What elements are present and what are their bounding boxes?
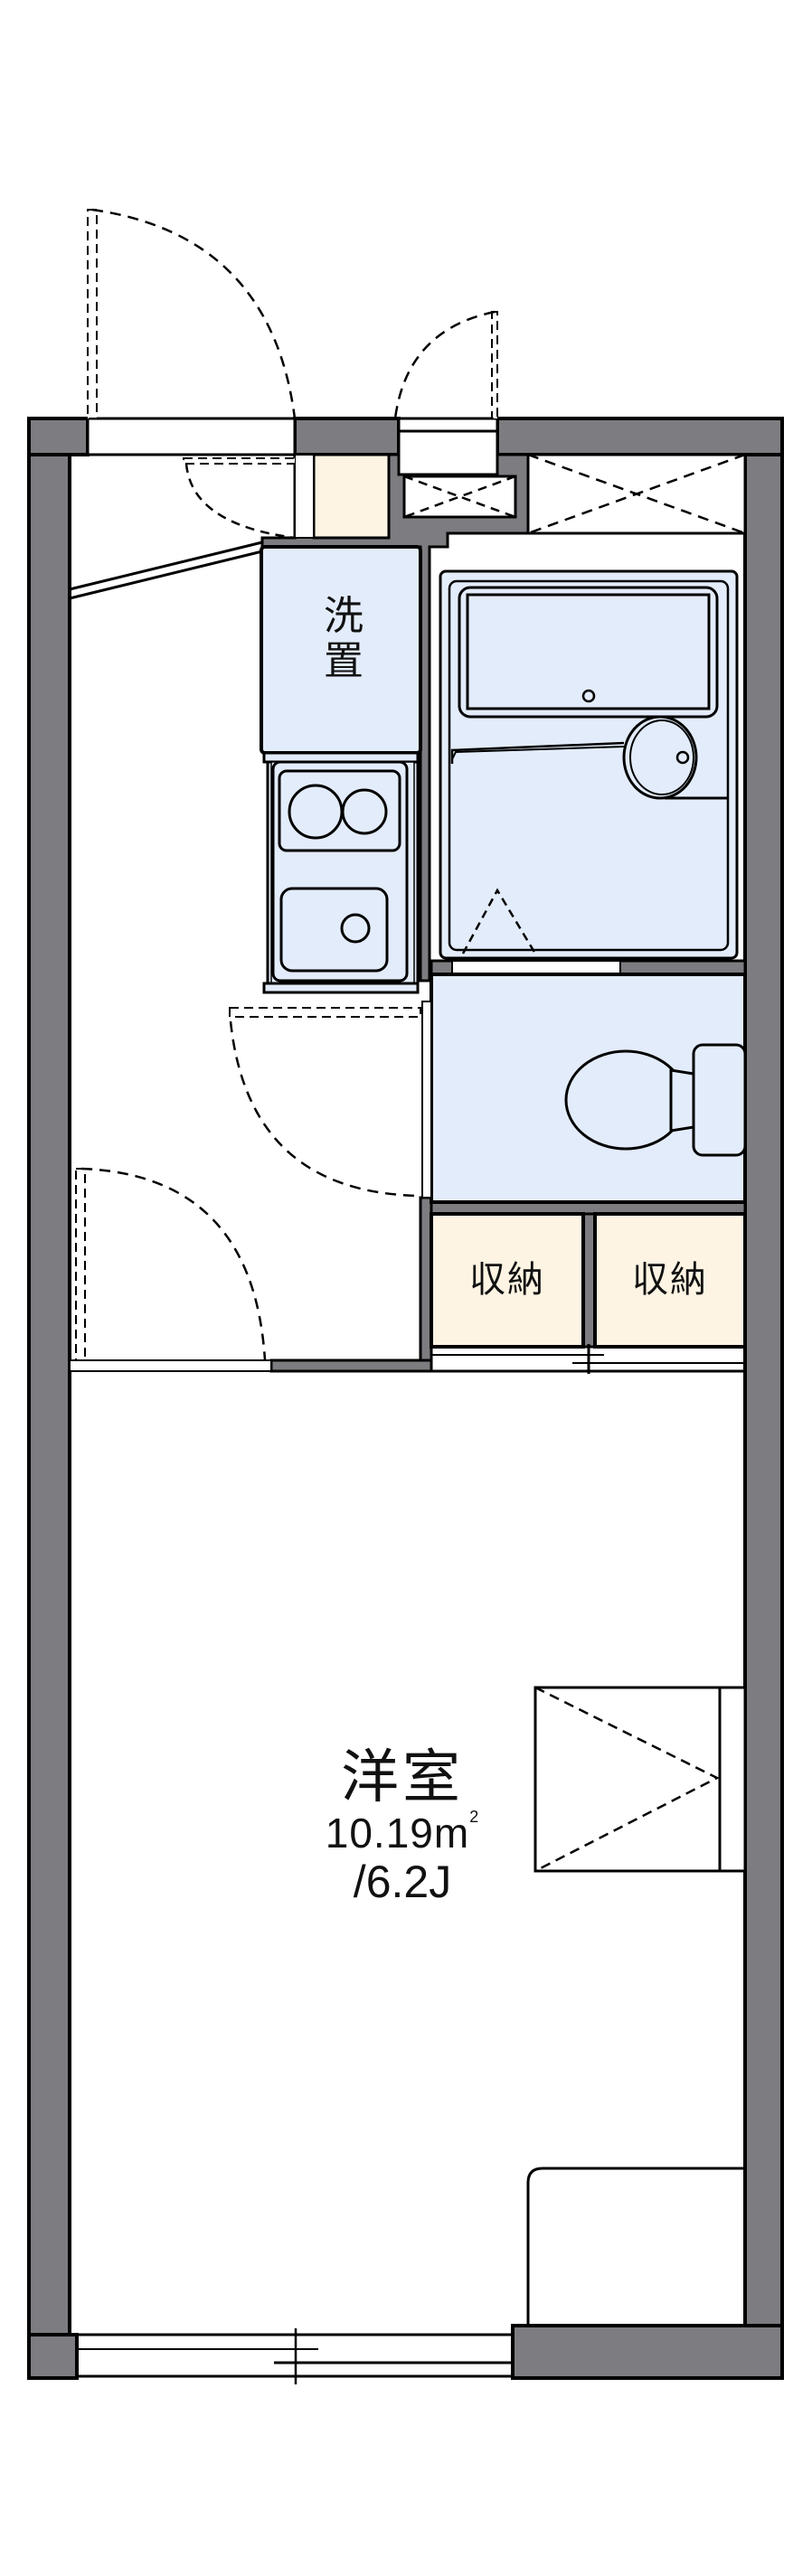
service-door[interactable] xyxy=(393,310,499,476)
room-area-unit: 2 xyxy=(469,1808,480,1826)
room-jo: /6.2J xyxy=(353,1857,452,1907)
toilet-tank-icon xyxy=(692,1043,747,1157)
balcony-window[interactable] xyxy=(70,2328,513,2384)
storage-right xyxy=(593,1212,747,1349)
burner-large-icon xyxy=(288,784,344,840)
room-area-value: 10.19m xyxy=(325,1810,470,1857)
room-area: 10.19m2 xyxy=(289,1809,515,1857)
room-name: 洋室 xyxy=(341,1744,464,1811)
entrance-jamb xyxy=(294,454,315,539)
closet-unit xyxy=(533,1686,747,1873)
exterior-walls xyxy=(27,417,784,2380)
burner-small-icon xyxy=(341,788,388,835)
washer-label-line2: 置 xyxy=(324,638,364,684)
bathroom-entry-door[interactable] xyxy=(229,1007,421,1198)
sink-icon xyxy=(279,887,389,973)
built-in-desk xyxy=(526,2167,745,2326)
step-divider xyxy=(69,541,263,600)
bath-door-opening[interactable] xyxy=(451,960,621,974)
storage-left xyxy=(430,1212,585,1349)
shoe-storage xyxy=(312,453,391,540)
storage-right-label: 収納 xyxy=(632,1259,708,1301)
unit-bath xyxy=(439,569,739,960)
toilet-bowl-icon xyxy=(564,1049,687,1151)
storage-left-label: 収納 xyxy=(469,1259,545,1301)
entrance-inner-door[interactable] xyxy=(183,457,296,540)
pipe-space-small xyxy=(402,475,517,519)
room-door[interactable] xyxy=(69,1167,272,1372)
toilet-room xyxy=(421,973,747,1204)
entrance-door[interactable] xyxy=(86,208,297,456)
kitchen-counter xyxy=(262,751,420,994)
washer-label-line1: 洗 xyxy=(324,593,364,639)
pipe-space-large xyxy=(526,453,747,535)
toilet-door[interactable] xyxy=(421,1001,432,1199)
western-room-label: 洋室 10.19m2 /6.2J xyxy=(289,1749,515,1904)
washer-label: 洗 置 xyxy=(316,597,371,682)
